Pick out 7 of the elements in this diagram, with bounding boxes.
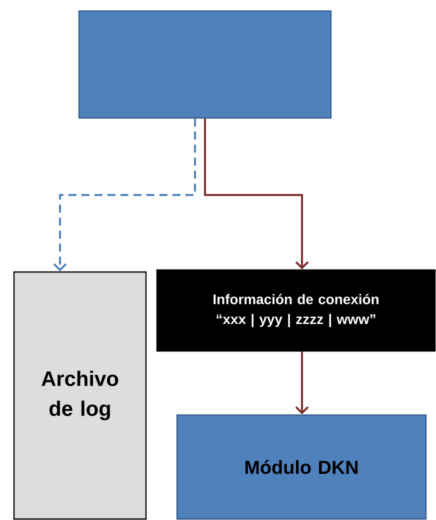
arrow [53,118,196,272]
module-box: Módulo DKN [176,414,427,520]
arrow [295,352,309,414]
info-box: Información de conexión “xxx | yyy | zzzz | www” [156,269,436,352]
log-file-box: Archivo de log [13,271,147,520]
arrow [204,118,309,270]
process-box [78,10,332,119]
